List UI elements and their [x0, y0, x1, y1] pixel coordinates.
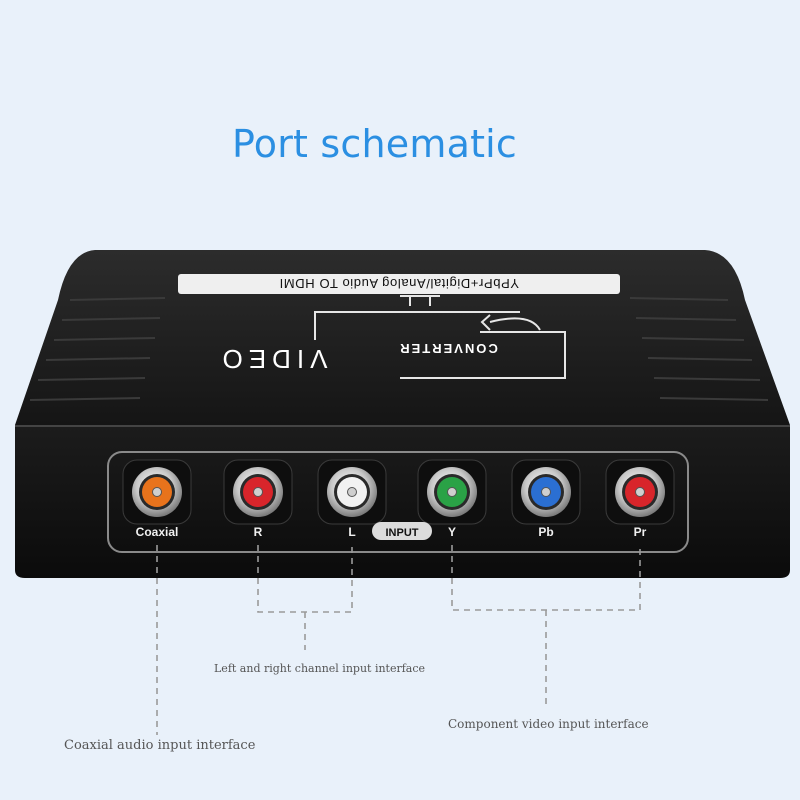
converter-logo: [314, 295, 566, 379]
caption-left-right: Left and right channel input interface: [214, 662, 426, 675]
top-label-text: YPbPr+Digital/Analog Audio TO HDMI: [279, 276, 519, 291]
rca-port-y[interactable]: [417, 459, 487, 525]
rca-port-pr[interactable]: [605, 459, 675, 525]
input-label-text: INPUT: [386, 527, 419, 539]
page-title-text: Port schematic: [232, 122, 518, 166]
logo-text-converter: CONVERTER: [398, 341, 498, 356]
port-label-r: R: [254, 525, 263, 539]
page-title: Port schematic: [232, 122, 517, 166]
logo-text-video: VIDEO: [217, 344, 328, 374]
rca-ports: Coaxial R L Y Pb Pr: [122, 459, 675, 539]
rca-port-r[interactable]: [223, 459, 293, 525]
port-panel-outline: [107, 451, 689, 553]
rca-port-coaxial[interactable]: [122, 459, 192, 525]
caption-coaxial: Coaxial audio input interface: [64, 738, 256, 753]
port-label-y: Y: [448, 525, 456, 539]
caption-component: Component video input interface: [448, 717, 649, 731]
port-label-coaxial: Coaxial: [136, 525, 179, 539]
input-label-badge: [372, 522, 432, 540]
rca-port-l[interactable]: [317, 459, 387, 525]
port-label-pb: Pb: [538, 525, 553, 539]
top-label-bar: [178, 274, 620, 294]
device-front: [15, 425, 790, 578]
converter-device: YPbPr+Digital/Analog Audio TO HDMI VIDEO…: [15, 250, 790, 578]
leader-lines: [156, 545, 641, 735]
port-label-l: L: [348, 525, 355, 539]
rca-port-pb[interactable]: [511, 459, 581, 525]
device-side-grooves: [29, 297, 769, 401]
port-label-pr: Pr: [634, 525, 647, 539]
